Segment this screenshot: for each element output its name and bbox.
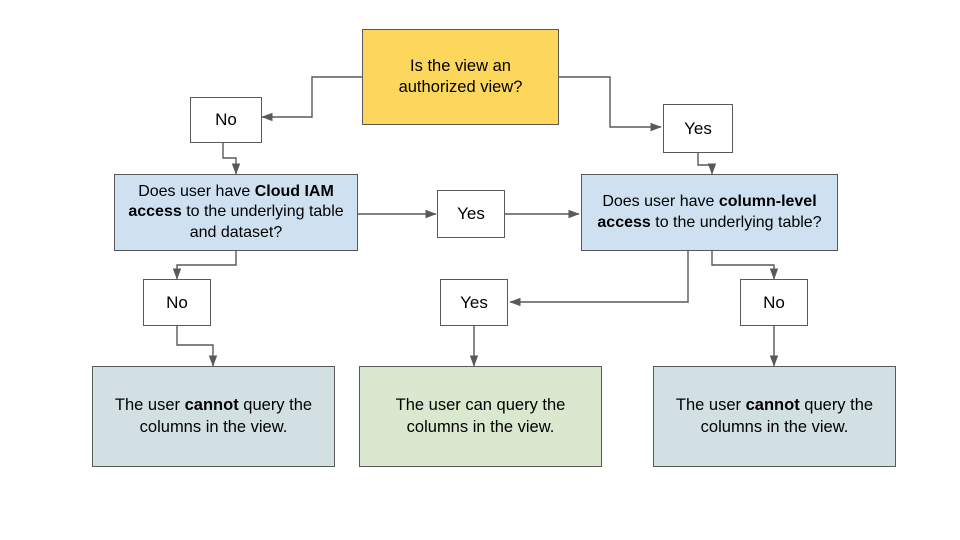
edge-column-to-no-right <box>711 251 779 280</box>
node-outcome-left-text: The user cannot query the columns in the… <box>114 396 313 436</box>
node-iam-question[interactable]: Does user have Cloud IAM access to the u… <box>114 174 358 251</box>
node-outcome-middle[interactable]: The user can query the columns in the vi… <box>359 366 602 467</box>
node-branch-yes-top[interactable]: Yes <box>663 104 733 153</box>
node-branch-no-left-label: No <box>166 292 188 312</box>
edge-iam-to-no-left <box>172 251 237 280</box>
iam-bold-access: access <box>128 203 182 221</box>
outcome-right-bold-cannot: cannot <box>745 396 800 415</box>
edge-column-to-yes-bottom <box>509 251 689 307</box>
edge-start-to-yes-top <box>559 76 662 132</box>
node-branch-yes-middle[interactable]: Yes <box>437 190 505 238</box>
node-branch-yes-bottom-label: Yes <box>460 292 488 312</box>
node-branch-no-right-label: No <box>763 292 785 312</box>
iam-bold-cloud-iam: Cloud IAM <box>254 182 334 200</box>
node-branch-no-top-label: No <box>215 110 237 130</box>
node-outcome-left[interactable]: The user cannot query the columns in the… <box>92 366 335 467</box>
node-column-question[interactable]: Does user have column-level access to th… <box>581 174 838 251</box>
node-column-question-text: Does user have column-level access to th… <box>597 193 822 231</box>
edge-no-left-to-outcome-left <box>176 326 218 367</box>
node-branch-no-top[interactable]: No <box>190 97 262 143</box>
node-branch-no-left[interactable]: No <box>143 279 211 326</box>
node-outcome-middle-text: The user can query the columns in the vi… <box>395 396 566 436</box>
node-branch-no-right[interactable]: No <box>740 279 808 326</box>
node-outcome-right[interactable]: The user cannot query the columns in the… <box>653 366 896 467</box>
node-branch-yes-middle-label: Yes <box>457 204 485 224</box>
node-branch-yes-bottom[interactable]: Yes <box>440 279 508 326</box>
column-bold-access: column-level access <box>597 193 817 231</box>
node-outcome-right-text: The user cannot query the columns in the… <box>675 396 874 436</box>
edge-no-top-to-iam <box>222 143 241 175</box>
outcome-left-bold-cannot: cannot <box>184 396 239 415</box>
node-iam-question-text: Does user have Cloud IAM access to the u… <box>128 182 344 241</box>
edge-yes-top-to-column <box>697 153 717 175</box>
node-branch-yes-top-label: Yes <box>684 118 712 138</box>
edge-start-to-no-top <box>261 76 362 122</box>
